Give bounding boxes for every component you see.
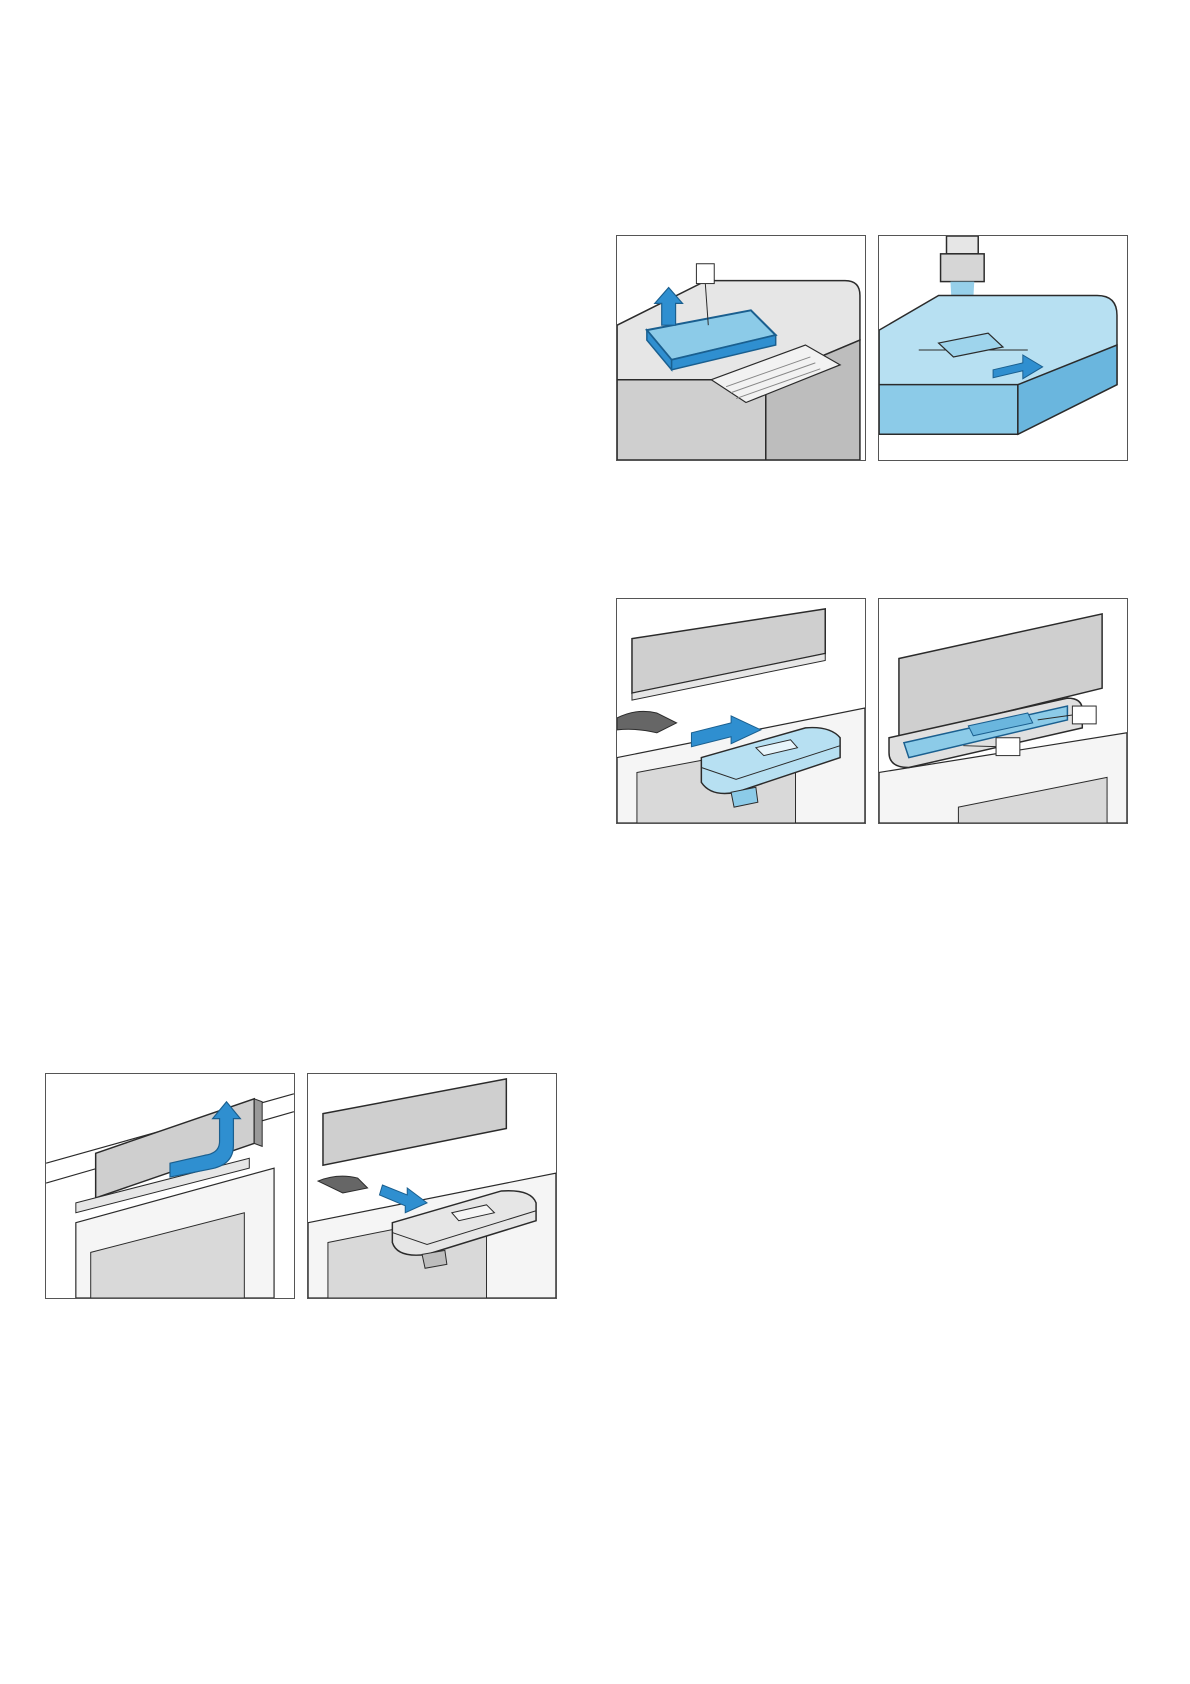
water-tap-illustration <box>879 236 1127 460</box>
figure-tank-seated <box>878 598 1128 824</box>
figure-pull-tank <box>307 1073 557 1299</box>
tank-inserted-illustration <box>879 599 1127 823</box>
figure-lift-panel <box>45 1073 295 1299</box>
push-tank-in-illustration <box>617 599 865 823</box>
lift-lid-illustration <box>617 236 865 460</box>
open-panel-illustration <box>46 1074 294 1298</box>
pull-tank-out-illustration <box>308 1074 556 1298</box>
figure-insert-tank <box>616 598 866 824</box>
figure-remove-seal <box>616 235 866 461</box>
figure-fill-water <box>878 235 1128 461</box>
